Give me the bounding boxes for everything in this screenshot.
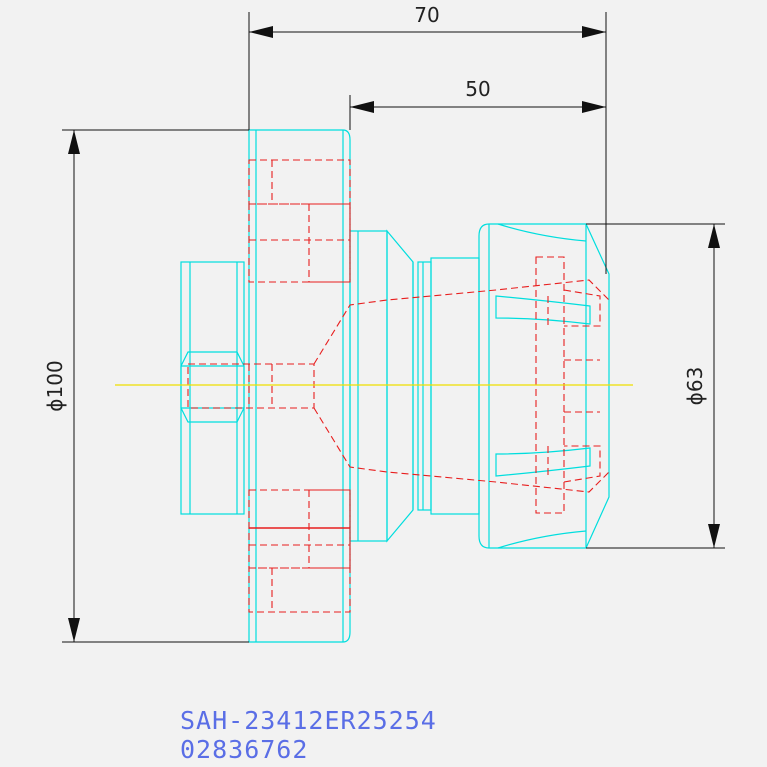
dimension-nut-length: 50	[465, 77, 490, 101]
part-code: SAH-23412ER25254	[180, 706, 437, 735]
part-number: 02836762	[180, 735, 309, 764]
dimension-arrows	[68, 26, 720, 642]
part-label: SAH-23412ER25254 02836762	[180, 706, 437, 764]
dimension-lines	[62, 12, 725, 643]
hidden-lines	[187, 159, 610, 613]
nut-slot-bottom	[495, 447, 591, 477]
groove	[417, 261, 432, 511]
dimension-flange-diameter: ϕ100	[43, 360, 67, 411]
taper	[386, 229, 414, 543]
dimension-overall-length: 70	[414, 3, 439, 27]
nut-slot-top	[495, 295, 591, 325]
collet-nut	[478, 223, 610, 549]
flange	[248, 129, 351, 643]
part-outline	[180, 129, 610, 643]
dimension-nut-diameter: ϕ63	[683, 367, 707, 406]
neck	[349, 230, 388, 542]
